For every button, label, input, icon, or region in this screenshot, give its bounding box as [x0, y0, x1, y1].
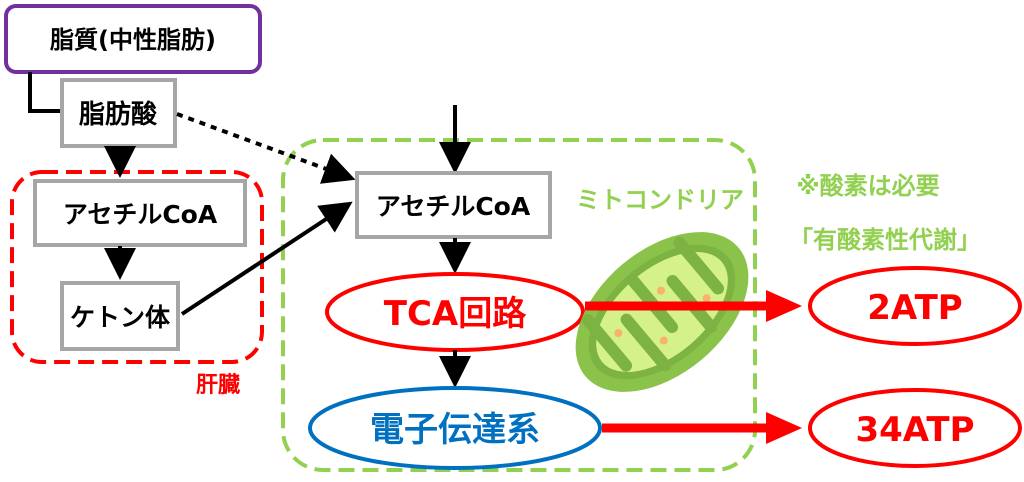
liver-label: 肝臓	[196, 373, 240, 398]
aerobic-note: 「有酸素性代謝」	[789, 226, 981, 254]
acetyl-coa-liver-box	[33, 179, 247, 247]
atp-tca-label: 2ATP	[867, 288, 962, 328]
oxygen-note: ※酸素は必要	[796, 172, 939, 200]
liver-region	[10, 170, 264, 364]
ketone-box	[60, 281, 180, 351]
lipid-connector	[28, 72, 62, 113]
etc-ellipse	[308, 386, 602, 470]
fatty-acid-label: 脂肪酸	[79, 100, 158, 130]
fatty-acid-box	[60, 78, 177, 148]
tca-label: TCA回路	[384, 294, 527, 334]
arrow-ketone-to-acetyl	[180, 201, 353, 316]
lipid-box	[4, 4, 262, 74]
arrow-tca-to-atp-head	[766, 290, 802, 322]
mitochondrion-illustration	[575, 232, 749, 392]
atp-etc-ellipse	[808, 388, 1022, 468]
lipid-label: 脂質(中性脂肪)	[50, 26, 216, 54]
etc-label: 電子伝達系	[370, 410, 540, 450]
atp-tca-ellipse	[808, 266, 1022, 346]
mitochondria-label: ミトコンドリア	[576, 186, 744, 214]
arrow-etc-to-atp-head	[766, 412, 802, 444]
atp-etc-label: 34ATP	[855, 410, 974, 450]
acetyl-coa-liver-label: アセチルCoA	[63, 200, 218, 229]
acetyl-coa-mito-box	[355, 171, 552, 239]
acetyl-coa-mito-label: アセチルCoA	[376, 192, 531, 221]
dotted-arrow	[176, 112, 356, 184]
ketone-label: ケトン体	[70, 303, 171, 332]
